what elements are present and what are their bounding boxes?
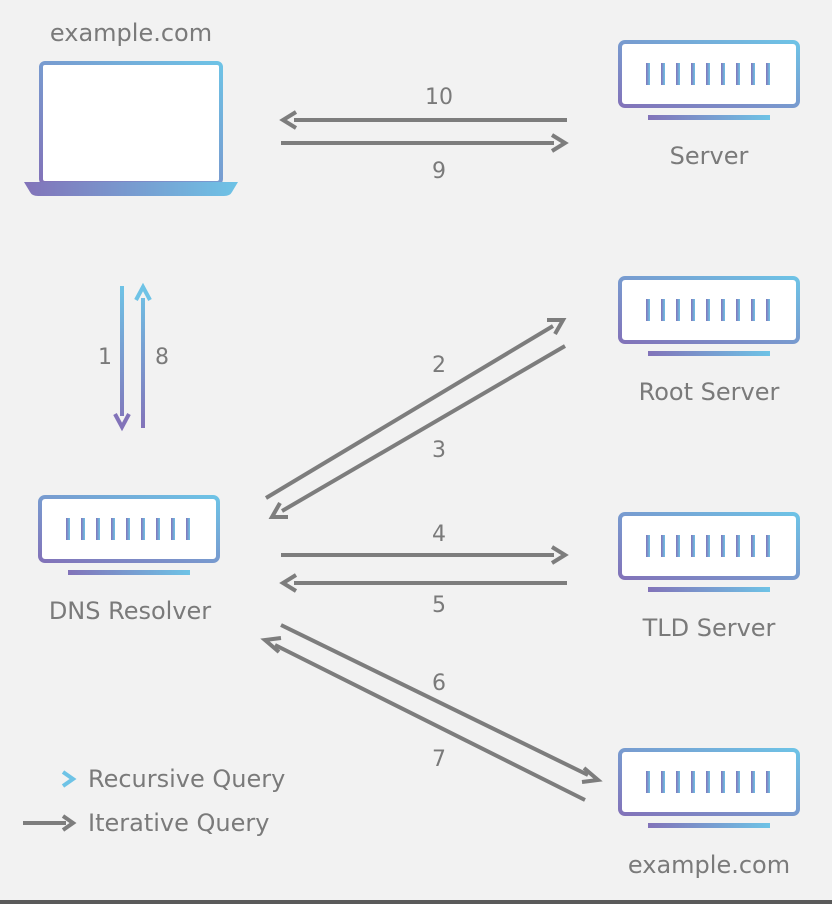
arrowhead-step-3 [268,502,288,519]
authoritative-server-label: example.com [628,851,790,879]
step-7-label: 7 [432,747,446,772]
bottom-border [0,900,832,904]
step-6-label: 6 [432,671,446,696]
step-3-label: 3 [432,438,446,463]
arrowhead-step-6 [581,766,603,784]
legend-recursive-label: Recursive Query [88,765,285,793]
legend-recursive-arrow [23,770,77,788]
server-icon [618,40,800,122]
tld-server-icon [618,512,800,594]
arrowhead-step-10 [279,110,298,130]
arrow-step-2 [264,324,555,500]
legend-iterative-arrow [23,814,77,832]
client-label: example.com [50,19,212,47]
arrowhead-step-1 [113,413,131,432]
tld-server-label: TLD Server [642,614,776,642]
root-server-icon [618,276,800,358]
dns-resolver-label: DNS Resolver [49,597,211,625]
root-server-label: Root Server [639,378,780,406]
web-server-label: Server [670,142,749,170]
dns-resolver-icon [38,495,220,577]
authoritative-server-icon [618,748,800,830]
arrowhead-step-4 [550,545,569,565]
step-8-label: 8 [155,345,169,370]
arrow-step-3 [280,344,567,513]
legend: Recursive Query Iterative Query [23,765,285,837]
laptop-icon [24,61,238,196]
arrowhead-step-5 [279,573,298,593]
arrowhead-step-2 [547,318,567,335]
step-9-label: 9 [432,159,446,184]
legend-iterative-label: Iterative Query [88,809,269,837]
arrowhead-step-7 [260,636,282,654]
step-4-label: 4 [432,522,446,547]
step-10-label: 10 [425,85,453,110]
step-1-label: 1 [98,345,112,370]
arrowhead-step-8 [134,282,152,301]
step-5-label: 5 [432,593,446,618]
arrow-step-7 [274,643,586,802]
step-2-label: 2 [432,353,446,378]
arrow-step-6 [280,623,589,777]
arrowhead-step-9 [550,133,569,153]
